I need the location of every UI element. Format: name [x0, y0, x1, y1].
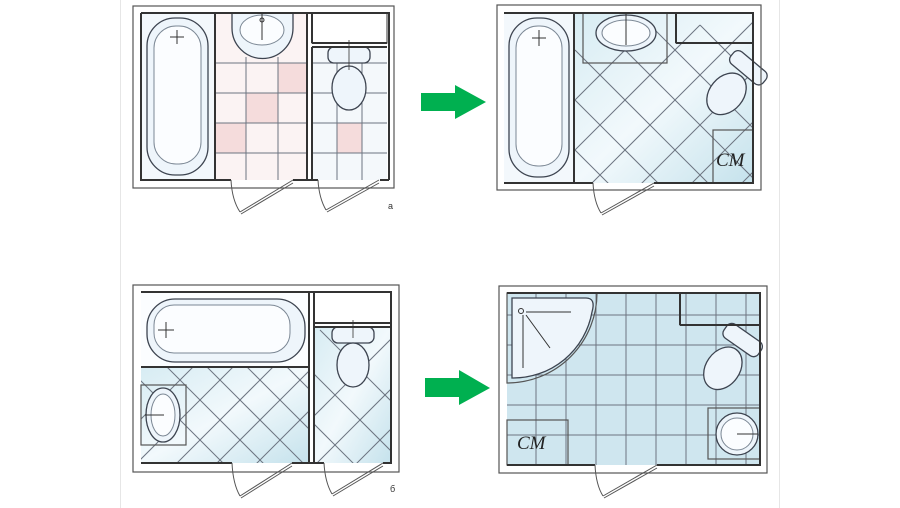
arrow-right-icon — [421, 85, 486, 119]
door-icon — [317, 179, 380, 213]
toilet-icon — [703, 322, 764, 391]
washing-machine-label: СМ — [716, 150, 746, 171]
plan-a-before: а — [132, 5, 395, 215]
door-icon — [323, 462, 384, 497]
sink-icon — [231, 12, 294, 60]
toilet-icon — [706, 49, 768, 116]
left-frame-line — [120, 0, 121, 508]
tile-grid — [216, 57, 307, 180]
wc-tile-grid — [314, 329, 391, 463]
variant-a-label: а — [388, 201, 393, 211]
plan-a-after: СМ — [496, 4, 768, 216]
plan-b-after: СМ — [498, 285, 768, 499]
door-icon — [230, 179, 294, 215]
right-frame-line — [779, 0, 780, 508]
niche — [311, 12, 388, 44]
arrow-right-icon — [425, 370, 490, 405]
door-icon — [594, 464, 658, 499]
toilet-icon — [327, 40, 371, 111]
toilet-icon — [331, 320, 375, 388]
wc-tile-grid — [312, 47, 387, 180]
sink-icon — [582, 12, 668, 64]
door-icon — [231, 462, 293, 499]
niche — [313, 291, 392, 324]
shower-tray-icon — [506, 292, 598, 384]
variant-b-label: б — [390, 484, 395, 494]
washing-machine-label: СМ — [517, 433, 547, 454]
sink-icon — [140, 384, 187, 446]
door-icon — [592, 182, 655, 216]
plan-b-before: б — [132, 284, 400, 499]
